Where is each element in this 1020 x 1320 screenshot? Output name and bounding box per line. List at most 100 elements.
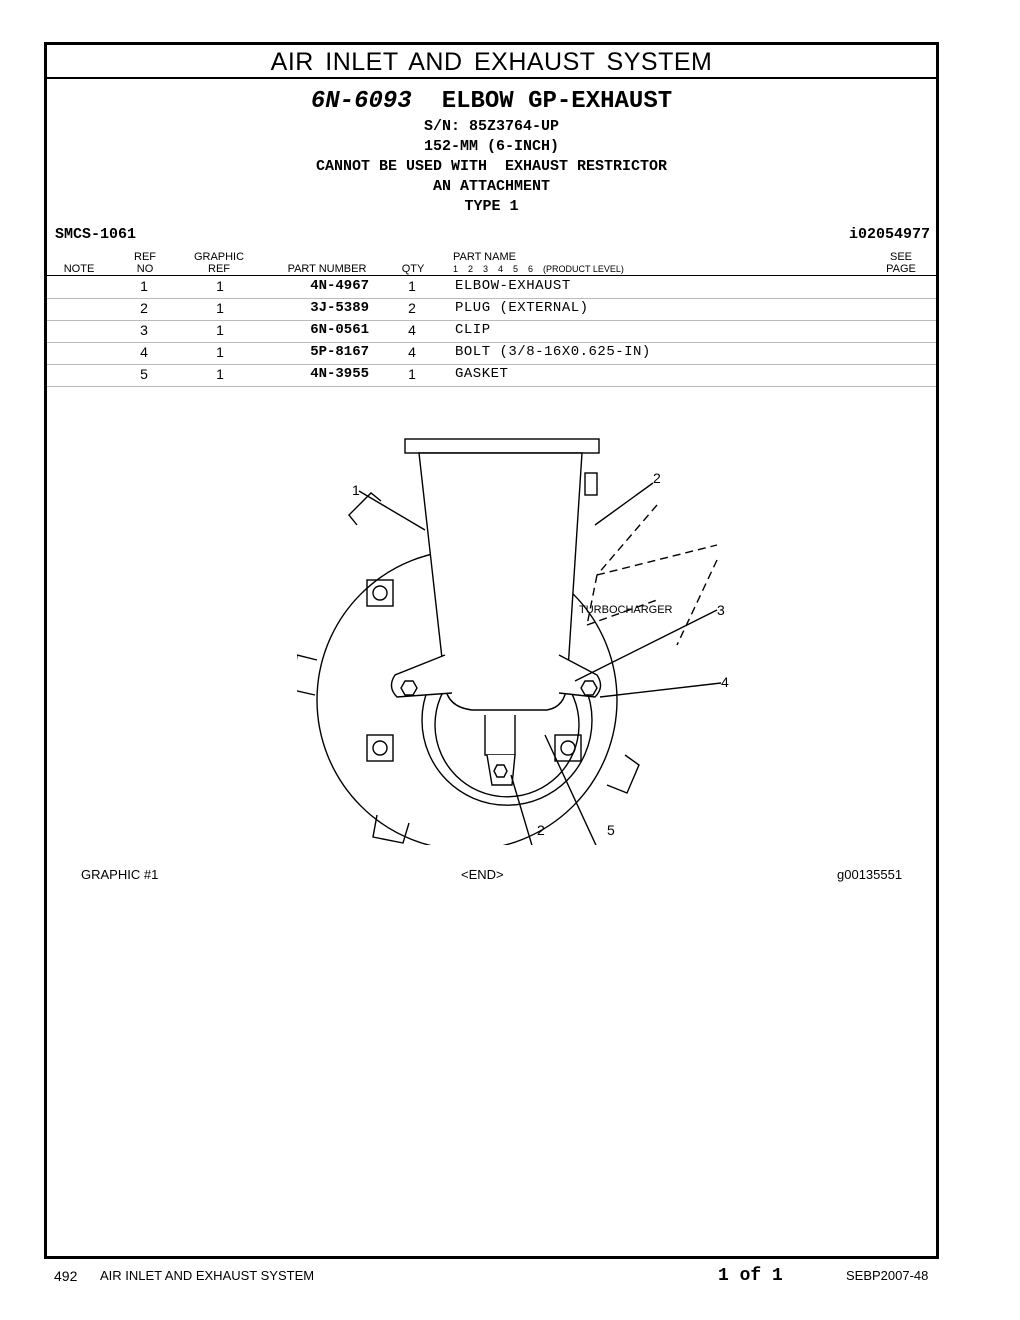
leader-1 xyxy=(358,490,426,531)
clip-right xyxy=(558,654,602,698)
col-see-page-line1: SEE xyxy=(889,251,912,263)
section-title: AIR INLET AND EXHAUST SYSTEM xyxy=(47,45,936,79)
drain-clip xyxy=(486,754,516,786)
graphic-ref: 1 xyxy=(216,344,224,360)
turbocharger-edge xyxy=(596,504,718,646)
part-name: PLUG (EXTERNAL) xyxy=(455,300,589,316)
housing-boss-bottom xyxy=(372,814,410,844)
col-graphic-ref-line1: GRAPHIC xyxy=(193,251,245,263)
qty: 1 xyxy=(408,278,416,294)
graphic-ref: 1 xyxy=(216,322,224,338)
callout-5: 5 xyxy=(607,822,615,838)
leader-5 xyxy=(544,734,597,845)
leader-3 xyxy=(574,609,718,682)
bolt-head xyxy=(372,740,388,756)
col-graphic-ref-line2: REF xyxy=(208,263,230,275)
bolt-head xyxy=(372,585,388,601)
col-ref-no-line1: REF xyxy=(134,251,156,263)
col-graphic-ref: GRAPHIC REF xyxy=(189,251,249,275)
group-title: 6N-6093 ELBOW GP-EXHAUST xyxy=(47,87,936,117)
ref-no: 3 xyxy=(140,322,148,338)
graphic-caption: GRAPHIC #1 xyxy=(81,867,159,882)
footer-doc-id: SEBP2007-48 xyxy=(846,1268,929,1283)
qty: 1 xyxy=(408,366,416,382)
plug-bottom xyxy=(493,764,508,778)
plug-top xyxy=(584,472,598,496)
housing-boss-right xyxy=(606,754,640,794)
graphic-id: g00135551 xyxy=(837,867,903,882)
part-name: CLIP xyxy=(455,322,491,338)
qty: 4 xyxy=(408,344,416,360)
ref-no: 5 xyxy=(140,366,148,382)
callout-4: 4 xyxy=(721,674,729,690)
part-name: ELBOW-EXHAUST xyxy=(455,278,571,294)
part-number: 5P-8167 xyxy=(310,344,369,360)
turbocharger-outline xyxy=(586,544,718,626)
graphic-ref: 1 xyxy=(216,366,224,382)
header-rule xyxy=(47,275,936,276)
col-part-name: PART NAME xyxy=(453,251,516,263)
leader-2-top xyxy=(594,482,654,526)
graphic-ref: 1 xyxy=(216,300,224,316)
bolt-head-right xyxy=(580,680,598,696)
part-number: 3J-5389 xyxy=(310,300,369,316)
table-row: 1 1 4N-4967 1 ELBOW-EXHAUST xyxy=(47,276,936,299)
qty: 4 xyxy=(408,322,416,338)
ref-no: 4 xyxy=(140,344,148,360)
ref-no: 1 xyxy=(140,278,148,294)
part-number: 4N-3955 xyxy=(310,366,369,382)
group-type: TYPE 1 xyxy=(464,198,519,215)
table-row: 5 1 4N-3955 1 GASKET xyxy=(47,364,936,387)
col-ref-no: REF NO xyxy=(127,251,163,275)
housing-boss-topleft xyxy=(348,492,382,526)
table-row: 3 1 6N-0561 4 CLIP xyxy=(47,320,936,343)
clip-left xyxy=(390,654,453,698)
end-marker: <END> xyxy=(461,867,504,882)
turbocharger-label: TURBOCHARGER xyxy=(579,604,673,616)
col-note: NOTE xyxy=(63,263,95,275)
group-attachment: AN ATTACHMENT xyxy=(432,178,551,195)
leader-4 xyxy=(599,682,722,698)
footer-page-of: 1 of 1 xyxy=(718,1266,783,1286)
drain-boss xyxy=(484,715,516,756)
footer-page-number: 492 xyxy=(54,1268,78,1284)
part-number: 6N-0561 xyxy=(310,322,369,338)
housing-boss-left xyxy=(297,654,318,696)
group-name: ELBOW GP-EXHAUST xyxy=(441,88,673,115)
bolt-boss xyxy=(366,579,394,607)
col-qty: QTY xyxy=(401,263,425,275)
callout-2-top: 2 xyxy=(653,470,661,486)
callout-2-bottom: 2 xyxy=(537,822,545,838)
group-serial: S/N: 85Z3764-UP xyxy=(423,118,560,135)
graphic-ref: 1 xyxy=(216,278,224,294)
col-see-page: SEE PAGE xyxy=(881,251,921,275)
col-ref-no-line2: NO xyxy=(136,263,154,275)
col-see-page-line2: PAGE xyxy=(886,263,916,275)
part-name: GASKET xyxy=(455,366,509,382)
group-restriction: CANNOT BE USED WITH EXHAUST RESTRICTOR xyxy=(315,158,668,175)
illustration-id: i02054977 xyxy=(848,226,930,243)
group-size: 152-MM (6-INCH) xyxy=(423,138,560,155)
exhaust-elbow-illustration: 1 2 3 4 2 5 TURBOCHARGER xyxy=(297,438,729,845)
bolt-boss xyxy=(366,734,394,762)
ref-no: 2 xyxy=(140,300,148,316)
col-product-level: 1 2 3 4 5 6 (PRODUCT LEVEL) xyxy=(453,264,624,274)
group-part-number: 6N-6093 xyxy=(310,88,412,115)
col-part-number: PART NUMBER xyxy=(287,263,367,275)
smcs-code: SMCS-1061 xyxy=(55,226,137,243)
callout-3: 3 xyxy=(717,602,725,618)
flange-ring xyxy=(421,659,593,806)
part-name: BOLT (3/8-16X0.625-IN) xyxy=(455,344,651,360)
table-row: 4 1 5P-8167 4 BOLT (3/8-16X0.625-IN) xyxy=(47,342,936,365)
qty: 2 xyxy=(408,300,416,316)
elbow-top-flange xyxy=(404,438,600,454)
table-row: 2 1 3J-5389 2 PLUG (EXTERNAL) xyxy=(47,298,936,321)
callout-1: 1 xyxy=(352,482,360,498)
bolt-head-left xyxy=(400,680,418,696)
leader-2-bottom xyxy=(510,774,533,845)
gasket-ring xyxy=(434,674,580,798)
bolt-boss xyxy=(554,734,582,762)
footer-section: AIR INLET AND EXHAUST SYSTEM xyxy=(100,1268,315,1283)
